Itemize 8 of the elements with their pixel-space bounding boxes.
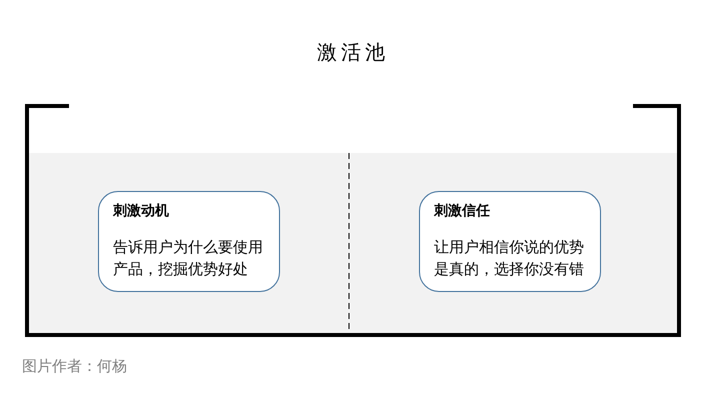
box-heading: 刺激动机 [113, 202, 169, 221]
rounded-box [98, 191, 280, 292]
caption: 图片作者：何杨 [22, 356, 127, 377]
pool-title: 激活池 [317, 39, 389, 66]
box-heading: 刺激信任 [434, 202, 490, 221]
box-text: 告诉用户为什么要使用产品，挖掘优势好处 [113, 237, 264, 280]
rounded-box [419, 191, 601, 292]
box-text: 让用户相信你说的优势是真的，选择你没有错 [434, 237, 585, 280]
